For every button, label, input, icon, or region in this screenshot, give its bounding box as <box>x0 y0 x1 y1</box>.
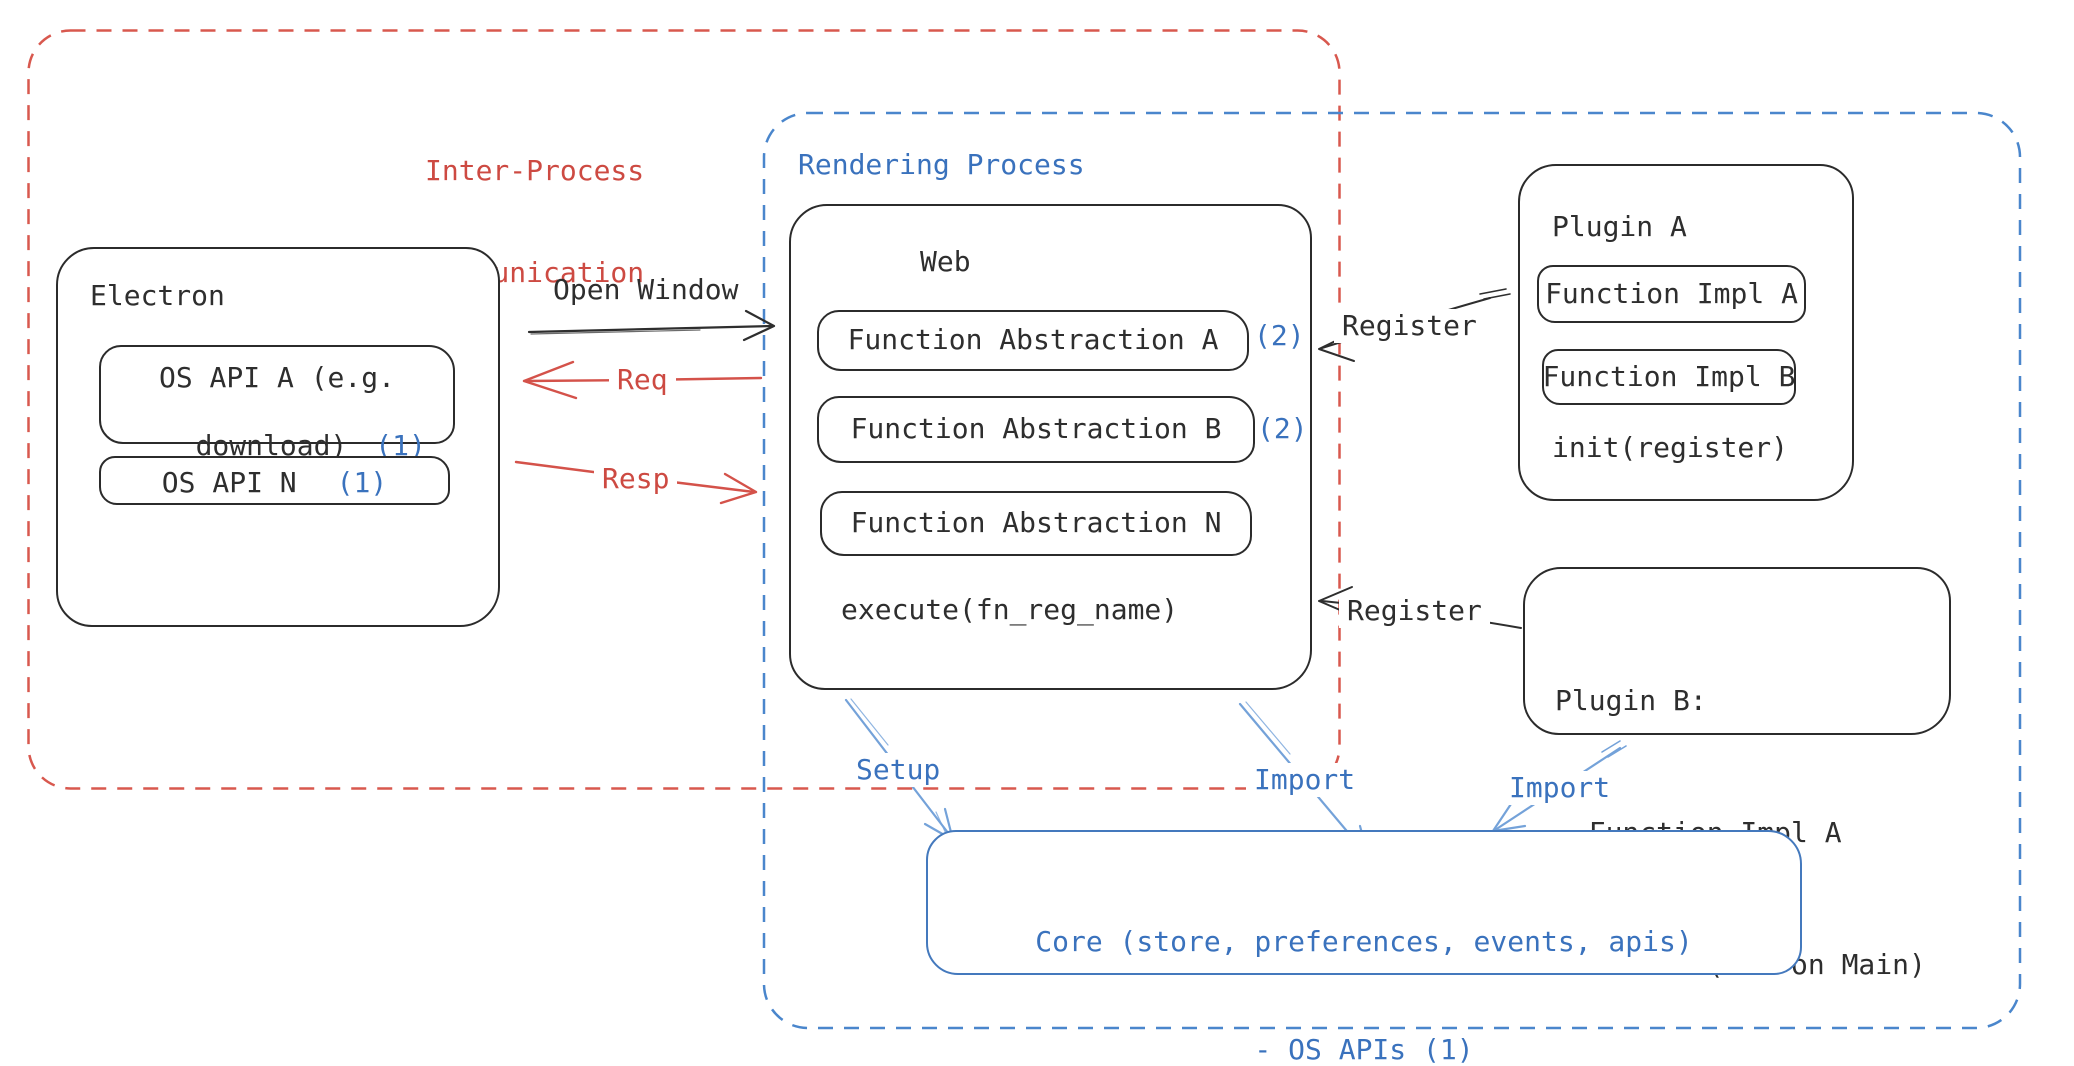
execute-label: execute(fn_reg_name) <box>841 593 1179 626</box>
function-abstraction-a-box <box>817 310 1249 371</box>
os-api-n-label: OS API N (1) <box>99 466 450 500</box>
plugin-b-box <box>1523 567 1951 735</box>
setup-label: Setup <box>848 753 949 787</box>
rendering-process-dashed-container <box>762 111 2022 1030</box>
function-abstraction-n-label: Function Abstraction N <box>850 506 1222 539</box>
plugin-a-box <box>1518 164 1854 501</box>
os-api-n-badge: (1) <box>336 466 388 499</box>
electron-title: Electron <box>90 279 225 312</box>
open-window-arrow <box>527 309 776 342</box>
core-label: Core (store, preferences, events, apis) … <box>926 852 1802 1066</box>
function-abstraction-b-box <box>817 396 1255 463</box>
function-abstraction-b-label: Function Abstraction B <box>850 412 1222 445</box>
function-impl-a-box <box>1537 265 1806 323</box>
os-api-a-box <box>99 345 455 444</box>
os-api-a-label-line1: OS API A (e.g. <box>158 361 395 394</box>
function-abstraction-a-badge: (2) <box>1254 319 1305 352</box>
plugin-a-title: Plugin A <box>1552 210 1687 243</box>
web-title: Web <box>920 245 971 278</box>
function-impl-a-label: Function Impl A <box>1545 277 1798 310</box>
resp-label: Resp <box>594 462 678 496</box>
register-top-label: Register <box>1334 309 1485 343</box>
function-impl-b-box <box>1542 349 1796 405</box>
req-label: Req <box>609 363 676 397</box>
os-api-n-text: OS API N <box>161 466 297 499</box>
import-web-label: Import <box>1246 763 1364 797</box>
function-abstraction-n-box <box>820 491 1252 556</box>
core-line1: Core (store, preferences, events, apis) <box>1035 925 1693 958</box>
register-bottom-label: Register <box>1339 594 1490 628</box>
init-register-label: init(register) <box>1552 431 1789 464</box>
import-plugin-label: Import <box>1501 771 1619 805</box>
open-window-label: Open Window <box>553 273 739 306</box>
plugin-b-line1: Plugin B: <box>1555 684 1707 717</box>
core-line2: - OS APIs (1) <box>1254 1033 1474 1066</box>
function-abstraction-b-badge: (2) <box>1257 412 1308 445</box>
rendering-process-label: Rendering Process <box>798 148 1085 181</box>
function-impl-b-label: Function Impl B <box>1542 360 1796 393</box>
core-box <box>926 830 1802 975</box>
os-api-n-box <box>99 456 450 505</box>
function-abstraction-a-label: Function Abstraction A <box>847 323 1219 356</box>
